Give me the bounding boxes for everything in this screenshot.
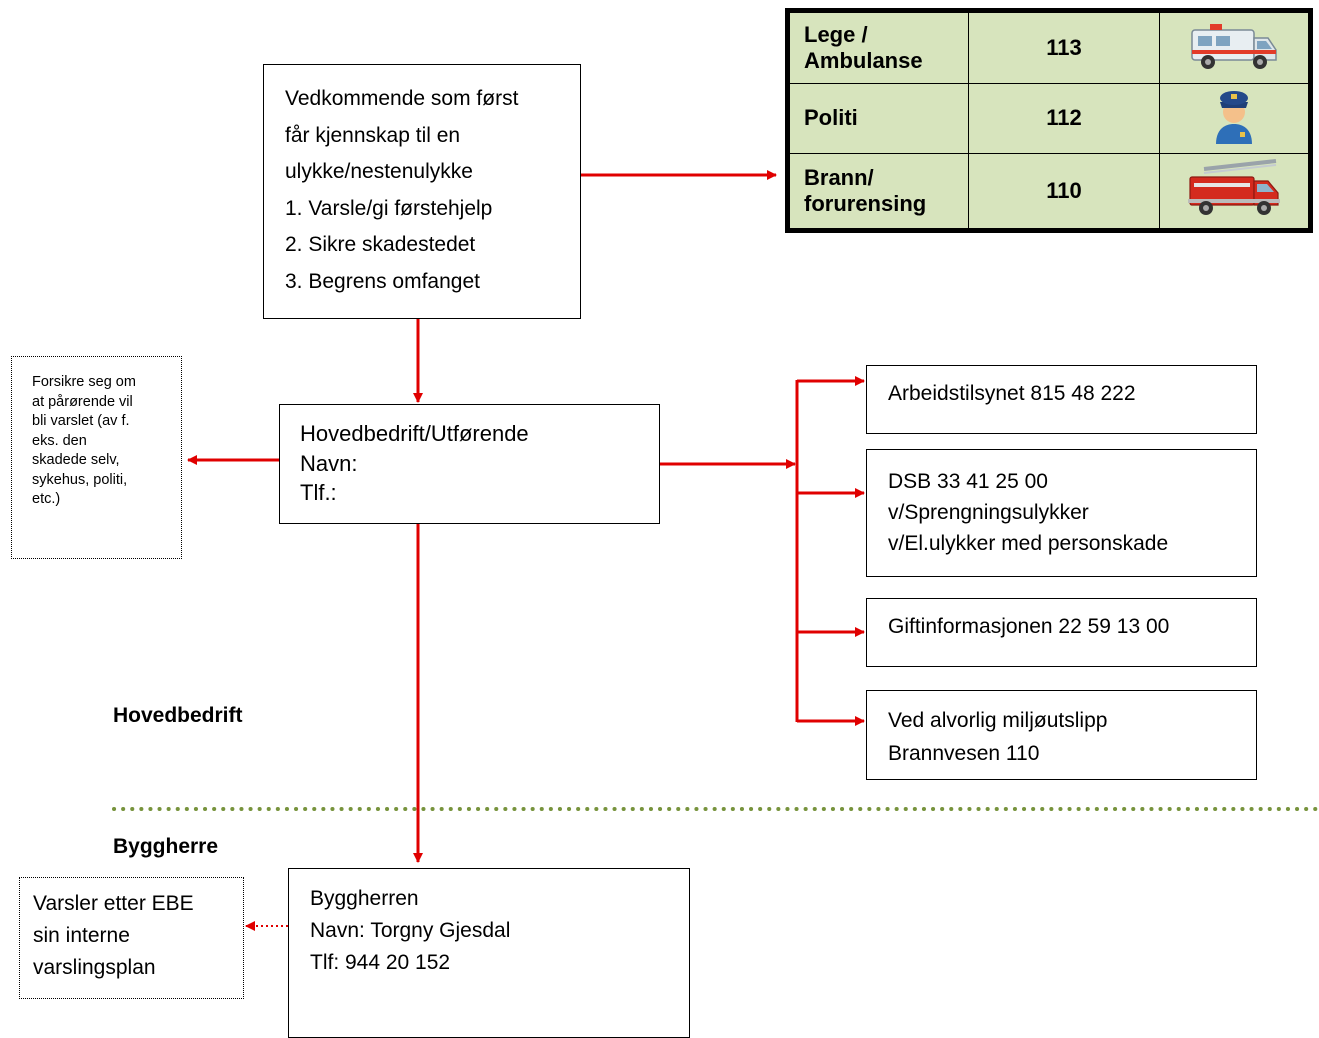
emergency-row-ambulance: Lege / Ambulanse 113: [787, 10, 1311, 84]
first-person-box: Vedkommende som først får kjennskap til …: [263, 64, 581, 319]
ambulance-icon: [1191, 23, 1277, 69]
contact-giftinformasjonen: Giftinformasjonen 22 59 13 00: [866, 598, 1257, 667]
main-company-box: Hovedbedrift/Utførende Navn: Tlf.:: [279, 404, 660, 524]
police-officer-icon: [1216, 91, 1252, 145]
emergency-row-fire: Brann/ forurensing 110: [787, 153, 1311, 231]
emergency-service: Lege / Ambulanse: [787, 10, 969, 84]
emergency-service: Politi: [787, 82, 969, 155]
builder-box: Byggherren Navn: Torgny Gjesdal Tlf: 944…: [288, 868, 690, 1038]
ebe-note: Varsler etter EBE sin interne varslingsp…: [19, 877, 244, 999]
contact-arbeidstilsynet: Arbeidstilsynet 815 48 222: [866, 365, 1257, 434]
emergency-number: 112: [968, 82, 1160, 155]
emergency-number: 110: [968, 153, 1160, 231]
relatives-note: Forsikre seg om at pårørende vil bli var…: [11, 356, 182, 559]
section-label-hovedbedrift: Hovedbedrift: [113, 704, 243, 727]
contact-miljoutslipp: Ved alvorlig miljøutslipp Brannvesen 110: [866, 690, 1257, 780]
emergency-numbers-table: Lege / Ambulanse 113 Politi 112: [785, 8, 1313, 233]
fire-truck-icon: [1188, 159, 1280, 216]
emergency-number: 113: [968, 10, 1160, 84]
emergency-row-police: Politi 112: [787, 82, 1311, 155]
emergency-service: Brann/ forurensing: [787, 153, 969, 231]
section-label-byggherre: Byggherre: [113, 835, 219, 858]
contact-dsb: DSB 33 41 25 00 v/Sprengningsulykker v/E…: [866, 449, 1257, 577]
